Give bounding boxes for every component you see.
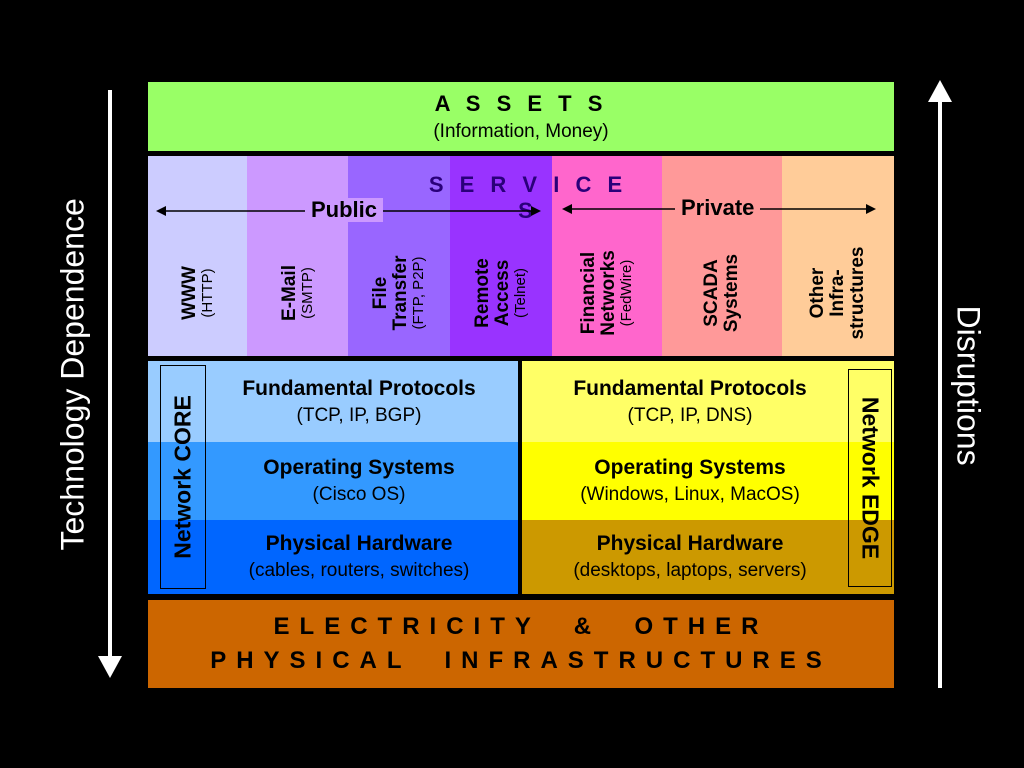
core-os-detail: (Cisco OS) <box>312 484 406 505</box>
assets-subtitle: (Information, Money) <box>433 120 609 142</box>
core-hardware-layer: Physical Hardware (cables, routers, swit… <box>148 520 518 594</box>
edge-hardware-title: Physical Hardware <box>596 532 784 555</box>
service-protocol: (FedWire) <box>618 259 636 327</box>
service-column: SCADA Systems <box>662 156 782 356</box>
core-os-layer: Operating Systems (Cisco OS) <box>148 442 518 520</box>
edge-protocols-detail: (TCP, IP, DNS) <box>627 404 753 426</box>
assets-layer: A S S E T S (Information, Money) <box>148 82 894 151</box>
edge-protocols-title: Fundamental Protocols <box>573 376 807 400</box>
edge-os-detail: (Windows, Linux, MacOS) <box>580 484 800 505</box>
service-protocol: (FTP, P2P) <box>410 256 428 330</box>
network-edge-label-box: Network EDGE <box>848 369 892 587</box>
service-label: SCADA Systems <box>701 253 742 333</box>
service-label: File Transfer(FTP, P2P) <box>370 255 428 331</box>
core-protocols-layer: Fundamental Protocols (TCP, IP, BGP) <box>148 361 518 442</box>
network-core-block: Fundamental Protocols (TCP, IP, BGP) Ope… <box>148 361 518 594</box>
edge-os-title: Operating Systems <box>594 456 786 479</box>
service-column: Other Infra- structures <box>782 156 894 356</box>
service-name: E-Mail <box>278 265 300 321</box>
electricity-line-2: PHYSICAL INFRASTRUCTURES <box>210 647 832 674</box>
edge-hardware-detail: (desktops, laptops, servers) <box>573 560 807 581</box>
core-protocols-detail: (TCP, IP, BGP) <box>296 404 422 426</box>
edge-hardware-layer: Physical Hardware (desktops, laptops, se… <box>522 520 894 594</box>
services-layer: WWW(HTTP) E-Mail(SMTP) File Transfer(FTP, … <box>148 156 894 356</box>
service-column: Remote Access(Telnet) <box>450 156 552 356</box>
service-label: WWW(HTTP) <box>178 266 216 320</box>
private-label: Private <box>675 196 761 220</box>
service-protocol: (HTTP) <box>198 268 216 318</box>
public-label: Public <box>305 198 384 222</box>
service-name: Financial Networks <box>578 250 620 336</box>
core-hardware-title: Physical Hardware <box>265 532 453 555</box>
down-arrow-icon <box>98 656 122 678</box>
service-label: Financial Networks(FedWire) <box>578 250 636 336</box>
electricity-layer: ELECTRICITY & OTHER PHYSICAL INFRASTRUCT… <box>148 600 894 688</box>
service-name: Remote Access <box>472 258 514 328</box>
service-label: Remote Access(Telnet) <box>472 258 530 328</box>
service-label: Other Infra- structures <box>807 246 868 340</box>
service-name: File Transfer <box>370 255 412 331</box>
assets-title: A S S E T S <box>434 90 608 116</box>
service-protocol: (SMTP) <box>298 267 316 319</box>
service-name: WWW <box>178 266 200 320</box>
core-hardware-detail: (cables, routers, switches) <box>248 560 470 581</box>
core-os-title: Operating Systems <box>263 456 455 479</box>
service-column: Financial Networks(FedWire) <box>552 156 662 356</box>
service-column: File Transfer(FTP, P2P) <box>348 156 450 356</box>
network-edge-block: Fundamental Protocols (TCP, IP, DNS) Ope… <box>522 361 894 594</box>
network-core-label-box: Network CORE <box>160 365 206 589</box>
service-column: WWW(HTTP) <box>148 156 247 356</box>
down-arrow-line <box>108 90 112 662</box>
service-name: SCADA Systems <box>701 253 742 333</box>
services-title: S E R V I C E S <box>428 172 628 223</box>
edge-os-layer: Operating Systems (Windows, Linux, MacOS… <box>522 442 894 520</box>
core-protocols-title: Fundamental Protocols <box>242 376 476 400</box>
disruptions-label: Disruptions <box>950 305 987 466</box>
service-protocol: (Telnet) <box>512 267 530 319</box>
electricity-line-1: ELECTRICITY & OTHER <box>273 613 769 640</box>
service-column: E-Mail(SMTP) <box>247 156 348 356</box>
network-edge-label: Network EDGE <box>857 396 884 560</box>
edge-protocols-layer: Fundamental Protocols (TCP, IP, DNS) <box>522 361 894 442</box>
service-name: Other Infra- structures <box>807 246 868 340</box>
up-arrow-icon <box>928 80 952 102</box>
technology-dependence-label: Technology Dependence <box>54 198 91 551</box>
service-label: E-Mail(SMTP) <box>278 265 316 321</box>
network-core-label: Network CORE <box>169 395 196 559</box>
up-arrow-line <box>938 100 942 688</box>
